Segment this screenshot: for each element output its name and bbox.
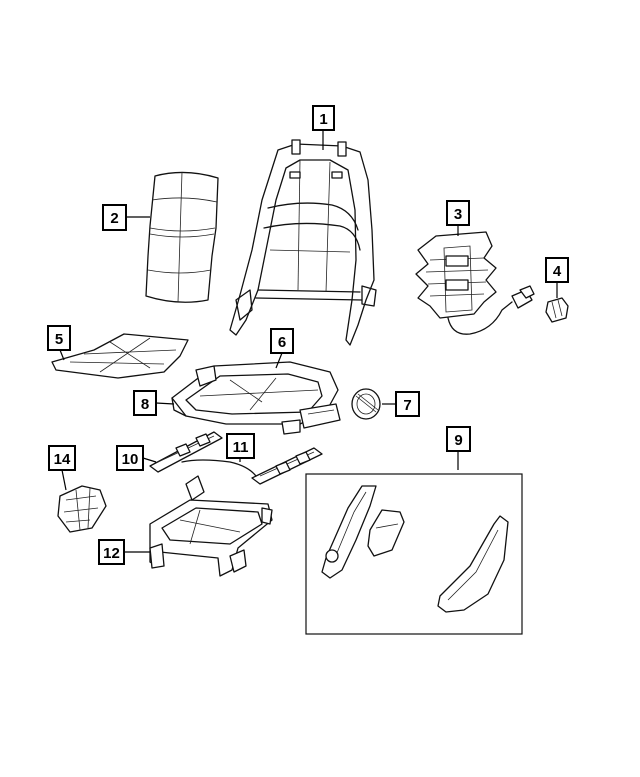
recliner-knob <box>351 388 381 420</box>
seat-back-frame <box>229 139 377 346</box>
callout-10: 10 <box>116 445 157 471</box>
callout-11: 11 <box>226 433 255 462</box>
callout-5: 5 <box>47 325 71 361</box>
seat-heater-mat <box>415 231 535 335</box>
seat-riser-frame <box>149 475 273 577</box>
callout-9: 9 <box>446 426 471 470</box>
seat-bracket <box>57 485 107 533</box>
svg-text:7: 7 <box>403 397 411 414</box>
svg-text:8: 8 <box>141 396 149 413</box>
callout-3: 3 <box>446 200 470 236</box>
seat-cushion-pad <box>51 333 189 379</box>
svg-text:10: 10 <box>122 451 139 468</box>
svg-text:2: 2 <box>110 210 118 227</box>
callout-12: 12 <box>98 539 150 565</box>
svg-text:14: 14 <box>54 451 71 468</box>
callout-7: 7 <box>382 391 420 417</box>
svg-text:3: 3 <box>454 206 462 223</box>
svg-text:6: 6 <box>278 334 286 351</box>
seat-track-right <box>251 447 323 485</box>
seat-back-cushion <box>145 171 219 303</box>
svg-text:4: 4 <box>553 263 562 280</box>
track-tow-bar <box>181 459 257 477</box>
callout-6: 6 <box>270 328 294 369</box>
svg-text:12: 12 <box>103 545 120 562</box>
wire-connector <box>545 297 569 323</box>
svg-text:9: 9 <box>454 432 462 449</box>
callout-14: 14 <box>48 445 76 491</box>
seat-cushion-frame <box>171 361 341 435</box>
callout-8: 8 <box>133 390 175 416</box>
seat-track-left <box>149 431 223 473</box>
svg-text:11: 11 <box>233 439 249 456</box>
callout-4: 4 <box>545 257 569 298</box>
svg-text:1: 1 <box>319 111 327 128</box>
svg-text:5: 5 <box>55 331 63 348</box>
side-shield-inset <box>305 473 523 635</box>
callout-1: 1 <box>312 105 335 150</box>
callout-2: 2 <box>102 204 150 231</box>
